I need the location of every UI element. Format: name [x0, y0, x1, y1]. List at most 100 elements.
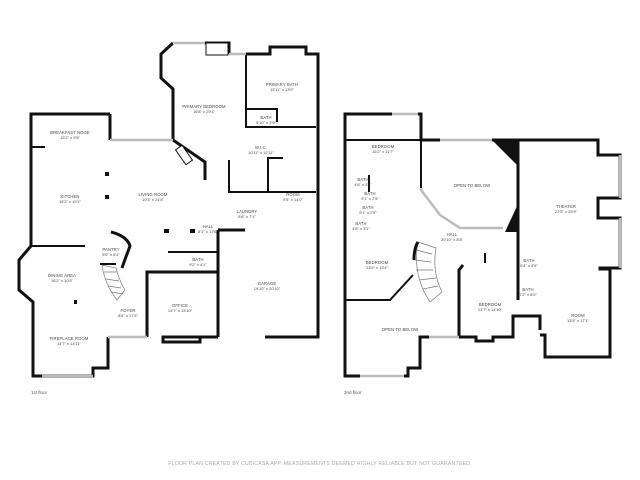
svg-text:8'8" x 17'5": 8'8" x 17'5"	[118, 313, 138, 318]
svg-text:5'5" x 6'4": 5'5" x 6'4"	[102, 252, 120, 257]
svg-text:9'5" x 14'0": 9'5" x 14'0"	[283, 197, 303, 202]
svg-text:15'2" x 19'1": 15'2" x 19'1"	[59, 199, 82, 204]
svg-text:LAUNDRY: LAUNDRY	[237, 209, 258, 214]
svg-text:BEDROOM: BEDROOM	[366, 260, 389, 265]
svg-text:20'10" x 8'8": 20'10" x 8'8"	[441, 237, 464, 242]
svg-text:13'11" x 13'9": 13'11" x 13'9"	[270, 87, 294, 92]
svg-text:BEDROOM: BEDROOM	[372, 144, 395, 149]
svg-text:15'2" x 9'5": 15'2" x 9'5"	[60, 135, 80, 140]
svg-text:6'1" x 17'6": 6'1" x 17'6"	[198, 229, 218, 234]
svg-text:BATH: BATH	[192, 257, 203, 262]
svg-text:15'2" x 11'7": 15'2" x 11'7"	[372, 149, 394, 154]
svg-text:BATH: BATH	[522, 287, 533, 292]
first-floor-staircase	[100, 230, 132, 301]
svg-text:9'1" x 2'5": 9'1" x 2'5"	[359, 210, 377, 215]
floor-label-1st: 1st floor	[31, 390, 48, 395]
svg-text:KITCHEN: KITCHEN	[60, 194, 79, 199]
svg-text:ROOM: ROOM	[571, 313, 585, 318]
svg-text:LIVING ROOM: LIVING ROOM	[138, 192, 167, 197]
second-floor-windows	[360, 112, 622, 378]
svg-text:13'7" x 13'10": 13'7" x 13'10"	[168, 308, 193, 313]
fireplace-icon	[205, 42, 229, 56]
svg-text:OPEN TO BELOW: OPEN TO BELOW	[454, 183, 490, 188]
svg-text:HALL: HALL	[203, 224, 214, 229]
svg-text:4'8" x 3'1": 4'8" x 3'1"	[352, 226, 370, 231]
svg-text:FIREPLACE ROOM: FIREPLACE ROOM	[50, 336, 89, 341]
svg-text:5'4" x 3'9": 5'4" x 3'9"	[520, 263, 538, 268]
svg-text:7'2" x 8'0": 7'2" x 8'0"	[519, 292, 537, 297]
room-label-open-to-below: OPEN TO BELOW	[454, 183, 490, 188]
svg-text:BATH: BATH	[523, 258, 534, 263]
svg-text:DINING AREA: DINING AREA	[48, 273, 76, 278]
svg-text:16'2" x 10'5": 16'2" x 10'5"	[51, 278, 74, 283]
room-label-wic: W.I.C.10'11" x 12'11"	[248, 145, 274, 155]
svg-text:9'1" x 2'5": 9'1" x 2'5"	[361, 196, 379, 201]
svg-text:BATH: BATH	[355, 221, 366, 226]
svg-text:ROOM: ROOM	[286, 192, 300, 197]
fireplace-icon	[174, 144, 194, 166]
svg-text:BEDROOM: BEDROOM	[479, 302, 502, 307]
svg-text:BATH: BATH	[364, 191, 375, 196]
svg-text:5'10" x 2'9": 5'10" x 2'9"	[256, 120, 276, 125]
svg-text:OFFICE: OFFICE	[172, 303, 188, 308]
second-floor-staircase	[412, 241, 443, 303]
svg-text:PRIMARY BEDROOM: PRIMARY BEDROOM	[182, 104, 226, 109]
svg-text:GARAGE: GARAGE	[258, 281, 277, 286]
svg-text:BATH: BATH	[260, 115, 271, 120]
first-floor-windows	[42, 41, 246, 378]
svg-text:13'5" x 17'1": 13'5" x 17'1"	[567, 318, 590, 323]
svg-text:FOYER: FOYER	[121, 308, 136, 313]
svg-text:W.I.C.: W.I.C.	[255, 145, 267, 150]
svg-text:13'7" x 14'10": 13'7" x 14'10"	[478, 307, 503, 312]
svg-text:HALL: HALL	[447, 232, 458, 237]
svg-text:13'9" x 13'4": 13'9" x 13'4"	[366, 265, 389, 270]
svg-text:4'8" x 3'1": 4'8" x 3'1"	[354, 182, 372, 187]
room-label-open-to-below: OPEN TO BELOW	[382, 327, 418, 332]
svg-text:BATH: BATH	[362, 205, 373, 210]
svg-text:16'8" x 29'4": 16'8" x 29'4"	[193, 109, 216, 114]
floor-label-2nd: 2nd floor	[344, 390, 362, 395]
footer-disclaimer: FLOOR PLAN CREATED BY CUBICASA APP. MEAS…	[168, 461, 471, 467]
svg-text:THEATER: THEATER	[556, 204, 576, 209]
svg-text:BATH: BATH	[357, 177, 368, 182]
svg-text:BREAKFAST NOOK: BREAKFAST NOOK	[50, 130, 90, 135]
svg-text:14'7" x 14'11": 14'7" x 14'11"	[57, 341, 81, 346]
svg-text:8'6" x 7'1": 8'6" x 7'1"	[238, 214, 256, 219]
svg-text:10'11" x 12'11": 10'11" x 12'11"	[248, 150, 274, 155]
svg-text:19'3" x 21'8": 19'3" x 21'8"	[142, 197, 165, 202]
svg-text:19'10" x 20'10": 19'10" x 20'10"	[254, 286, 281, 291]
second-floor-walls	[343, 112, 622, 378]
svg-text:9'2" x 4'1": 9'2" x 4'1"	[189, 262, 207, 267]
svg-text:OPEN TO BELOW: OPEN TO BELOW	[382, 327, 418, 332]
svg-text:PANTRY: PANTRY	[102, 247, 119, 252]
